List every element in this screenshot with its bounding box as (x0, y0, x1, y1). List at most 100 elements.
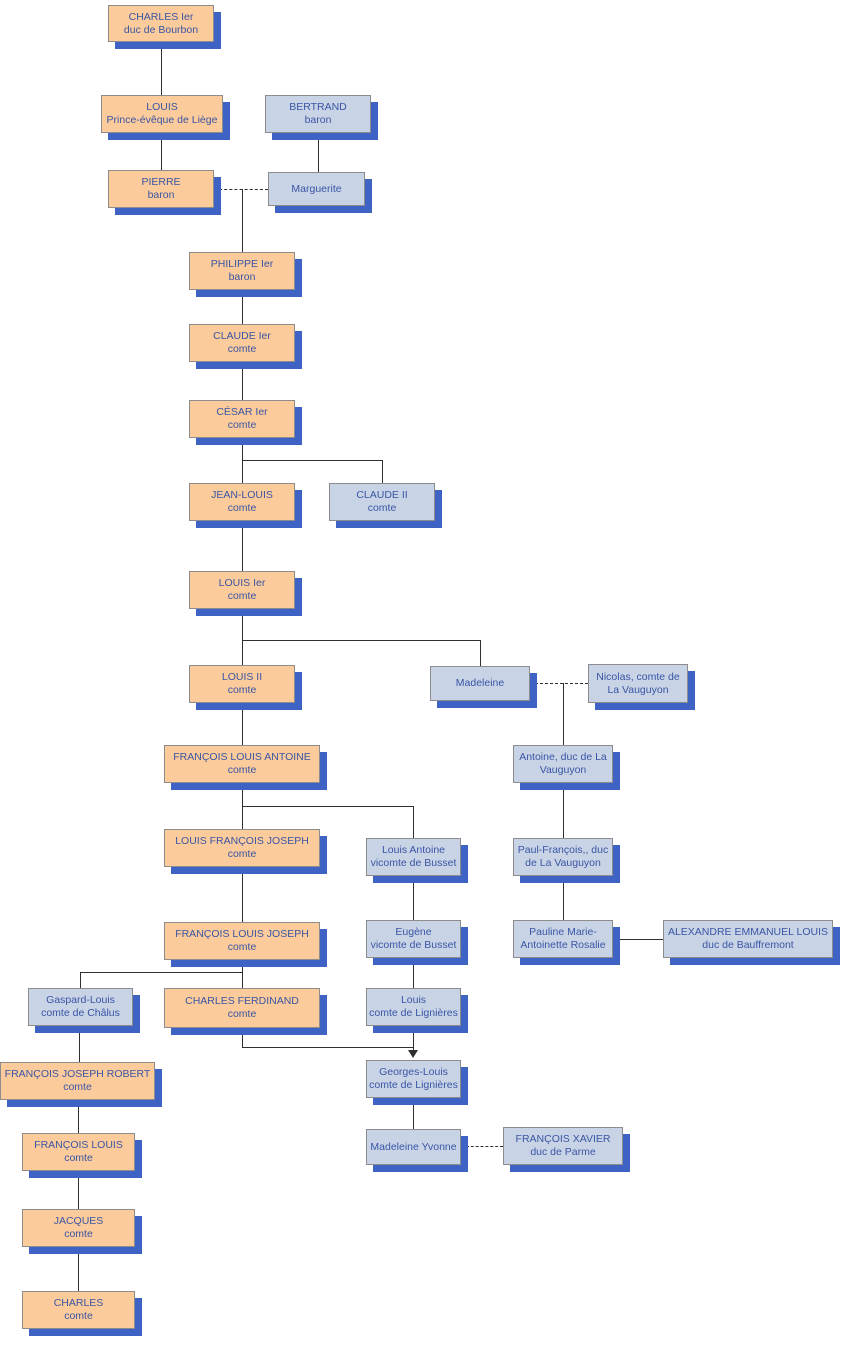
connector-line (242, 460, 382, 461)
person-marguerite: Marguerite (268, 172, 365, 206)
connector-line (242, 290, 243, 324)
person-name: ALEXANDRE EMMANUEL LOUIS (667, 926, 829, 938)
connector-line (78, 1100, 79, 1133)
person-jacques: JACQUES comte (22, 1209, 135, 1247)
person-title: duc de Parme (530, 1146, 596, 1158)
person-title: La Vauguyon (607, 683, 669, 696)
connector-line (242, 867, 243, 922)
person-gaspard-louis: Gaspard-Louis comte de Châlus (28, 988, 133, 1026)
connector-line (563, 876, 564, 920)
person-philippe-1er: PHILIPPE Ier baron (189, 252, 295, 290)
person-title: comte de Lignières (369, 1079, 458, 1091)
person-name: JACQUES (53, 1215, 104, 1227)
person-name: PHILIPPE Ier (210, 258, 274, 270)
connector-line (242, 960, 243, 988)
person-charles-ferdinand: CHARLES FERDINAND comte (164, 988, 320, 1028)
person-name: JEAN-LOUIS (211, 489, 273, 501)
person-title: baron (304, 114, 332, 126)
person-title: vicomte de Busset (370, 939, 457, 951)
marriage-line (214, 189, 268, 190)
person-title: comte (227, 1008, 257, 1020)
person-eugene-busset: Eugène vicomte de Busset (366, 920, 461, 958)
person-title: comte (367, 502, 397, 514)
person-title: comte (227, 590, 257, 602)
person-name: Louis Antoine (381, 844, 446, 856)
person-name: CÉSAR Ier (216, 406, 268, 418)
connector-line (242, 189, 243, 252)
person-louis-lignieres: Louis comte de Lignières (366, 988, 461, 1026)
person-name: CLAUDE Ier (213, 330, 271, 342)
person-name: LOUIS FRANÇOIS JOSEPH (175, 835, 309, 847)
person-name: Madeleine (455, 677, 505, 689)
person-title: comte (64, 1228, 93, 1240)
connector-line (242, 703, 243, 745)
person-name: CHARLES Ier (128, 10, 194, 23)
person-title: Prince-évêque de Liège (106, 114, 218, 126)
person-name: FRANÇOIS LOUIS ANTOINE (173, 751, 311, 763)
person-louis-antoine-busset: Louis Antoine vicomte de Busset (366, 838, 461, 876)
person-name: FRANÇOIS XAVIER (515, 1133, 611, 1145)
person-title: vicomte de Busset (370, 857, 457, 869)
person-name: BERTRAND (289, 101, 347, 113)
person-name: Antoine, duc de La (519, 751, 607, 763)
person-pauline-marie: Pauline Marie- Antoinette Rosalie (513, 920, 613, 958)
person-name: Paul-François,, duc (517, 844, 609, 856)
person-francois-joseph-robert: FRANÇOIS JOSEPH ROBERT comte (0, 1062, 155, 1100)
person-name: Eugène (395, 926, 432, 938)
person-bertrand: BERTRAND baron (265, 95, 371, 133)
person-title: comte (227, 764, 257, 776)
person-alexandre-emmanuel-louis: ALEXANDRE EMMANUEL LOUIS duc de Bauffrem… (663, 920, 833, 958)
marriage-line (461, 1146, 503, 1147)
person-name: FRANÇOIS LOUIS JOSEPH (175, 928, 309, 940)
connector-line (413, 958, 414, 988)
person-name: LOUIS Ier (218, 577, 266, 589)
connector-line (413, 876, 414, 920)
person-title: Vauguyon (539, 764, 587, 776)
person-louis-2: LOUIS II comte (189, 665, 295, 703)
person-name: FRANÇOIS JOSEPH ROBERT (4, 1068, 151, 1080)
person-name: Nicolas, comte de (596, 670, 680, 683)
person-title: comte de Lignières (369, 1007, 458, 1019)
connector-line (382, 460, 383, 483)
connector-line (242, 806, 413, 807)
person-name: CLAUDE II (356, 489, 408, 501)
person-nicolas-la-vauguyon: Nicolas, comte de La Vauguyon (588, 664, 688, 703)
person-title: duc de Bauffremont (702, 939, 794, 951)
connector-line (79, 1026, 80, 1062)
connector-line (242, 362, 243, 400)
person-paul-francois-vauguyon: Paul-François,, duc de La Vauguyon (513, 838, 613, 876)
connector-line (242, 640, 480, 641)
person-name: PIERRE (141, 176, 181, 188)
person-name: Pauline Marie- (529, 926, 597, 938)
person-name: LOUIS II (221, 671, 263, 683)
person-name: Marguerite (291, 182, 342, 195)
person-name: CHARLES (53, 1297, 104, 1309)
marriage-line (530, 683, 588, 684)
person-louis-francois-joseph: LOUIS FRANÇOIS JOSEPH comte (164, 829, 320, 867)
person-title: comte (63, 1081, 92, 1093)
connector-line (242, 521, 243, 571)
person-louis-1er: LOUIS Ier comte (189, 571, 295, 609)
person-name: Gaspard-Louis (46, 994, 115, 1006)
connector-line (161, 133, 162, 170)
connector-line (242, 1028, 243, 1047)
marriage-line (613, 939, 663, 940)
person-title: comte (64, 1310, 93, 1322)
person-name: Madeleine Yvonne (370, 1140, 457, 1153)
person-name: CHARLES FERDINAND (185, 995, 299, 1007)
person-name: Georges-Louis (379, 1066, 448, 1078)
connector-line (242, 609, 243, 665)
person-georges-louis-lignieres: Georges-Louis comte de Lignières (366, 1060, 461, 1098)
connector-line (413, 1098, 414, 1129)
person-louis-prince-eveque: LOUIS Prince-évêque de Liège (101, 95, 223, 133)
connector-line (80, 972, 81, 988)
person-charles-1er-bourbon: CHARLES Ier duc de Bourbon (108, 5, 214, 42)
person-title: baron (147, 189, 175, 201)
connector-line (78, 1171, 79, 1209)
person-name: Louis (400, 994, 427, 1006)
person-title: comte (227, 502, 257, 514)
person-madeleine: Madeleine (430, 666, 530, 701)
person-jean-louis: JEAN-LOUIS comte (189, 483, 295, 521)
person-title: comte (227, 941, 257, 953)
